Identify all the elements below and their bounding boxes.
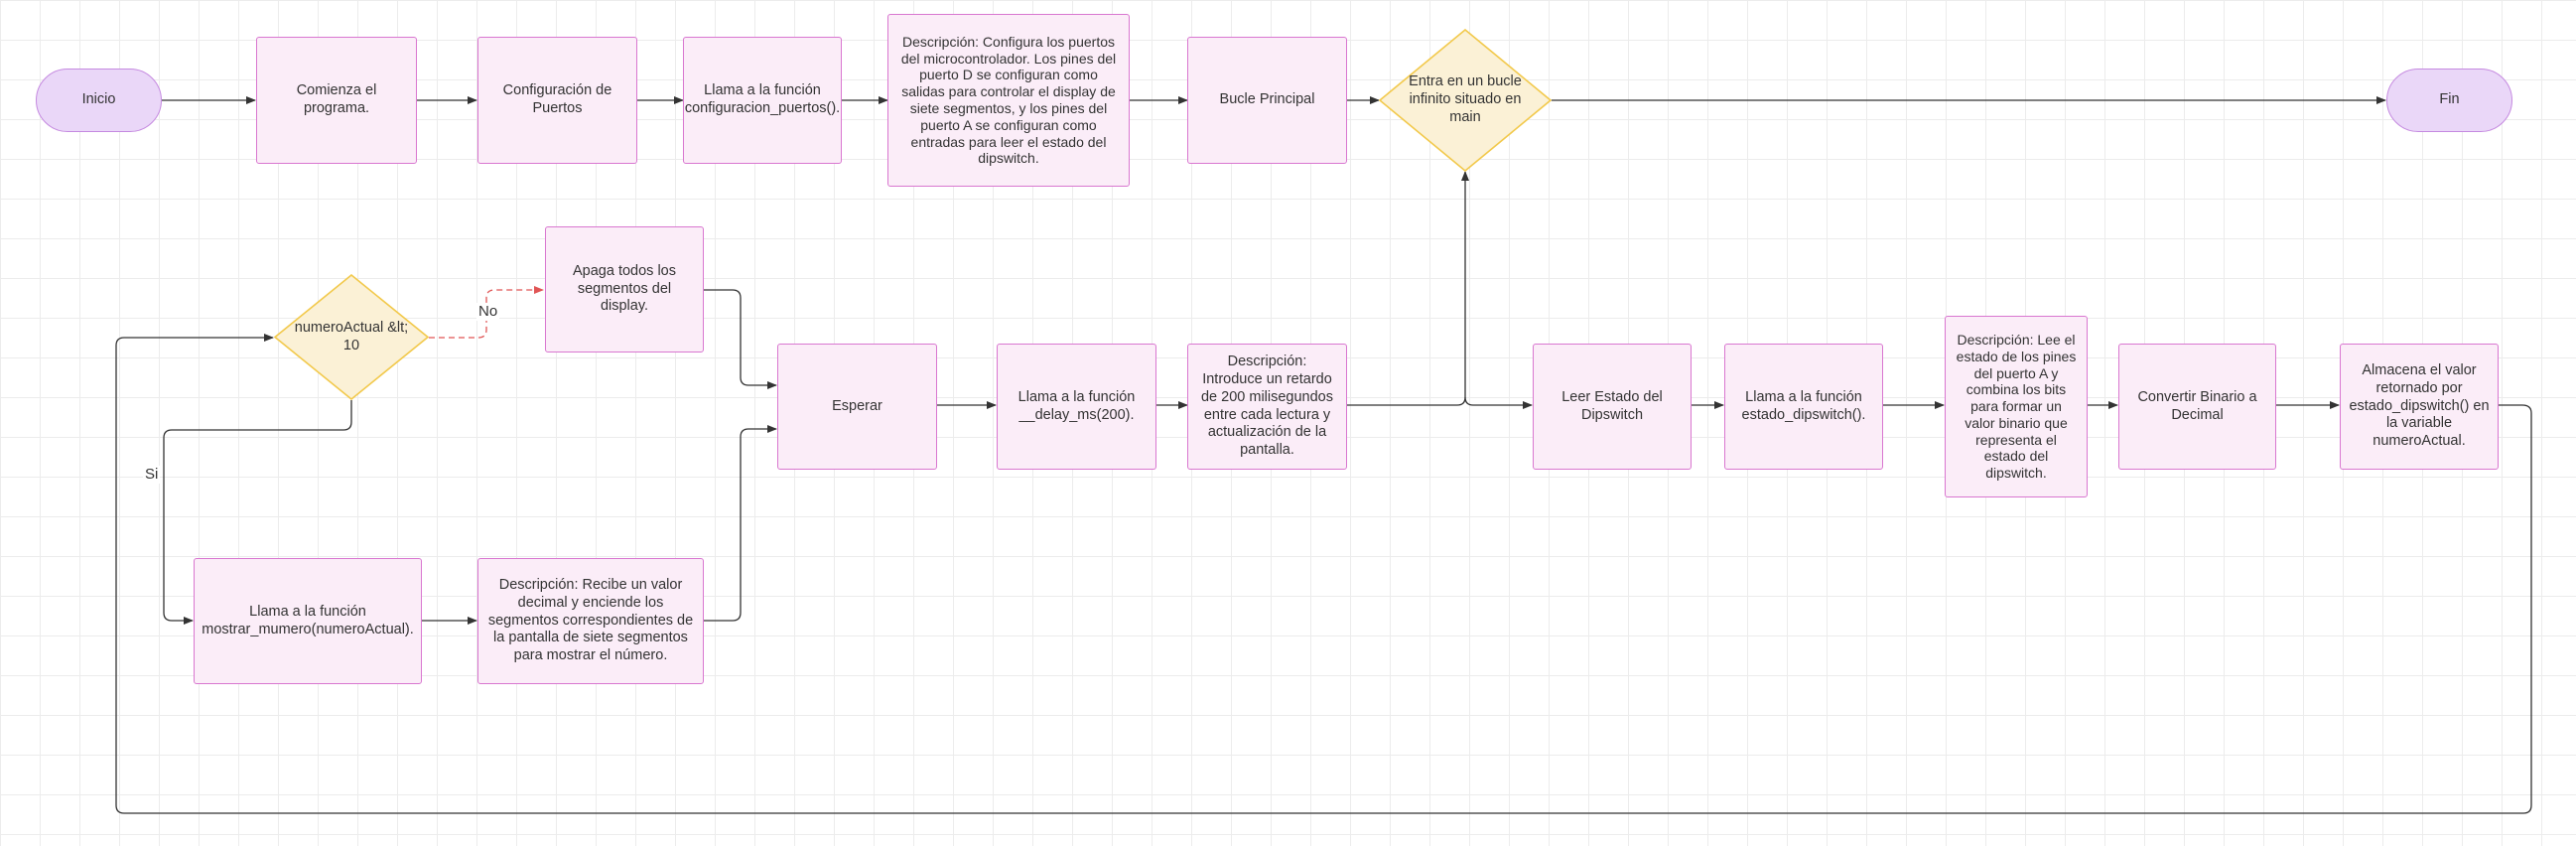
esperar-label: Esperar: [832, 397, 882, 414]
inicio-terminal[interactable]: Inicio: [36, 69, 162, 132]
convertir-label: Convertir Binario a Decimal: [2137, 388, 2257, 423]
desc-dip-label: Descripción: Lee el estado de los pines …: [1956, 331, 2077, 482]
inicio-label: Inicio: [81, 91, 116, 108]
numero-actual-decision[interactable]: numeroActual &lt; 10: [274, 274, 429, 400]
edge-loop-back: [115, 334, 2532, 814]
llama-delay-label: Llama a la función __delay_ms(200).: [1017, 388, 1136, 423]
configuracion-puertos-step[interactable]: Configuración de Puertos: [477, 37, 637, 164]
esperar-step[interactable]: Esperar: [777, 344, 937, 470]
apaga-segmentos-step[interactable]: Apaga todos los segmentos del display.: [545, 226, 704, 352]
fin-label: Fin: [2439, 91, 2460, 108]
edge-apaga-esperar: [704, 289, 777, 389]
condicion-label: numeroActual &lt; 10: [294, 319, 409, 353]
edge-no: [429, 286, 544, 339]
bucle-label: Bucle Principal: [1219, 91, 1315, 108]
comienza-programa-step[interactable]: Comienza el programa.: [256, 37, 417, 164]
almacena-label: Almacena el valor retornado por estado_d…: [2349, 362, 2490, 450]
llama-dipswitch-step[interactable]: Llama a la función estado_dipswitch().: [1724, 344, 1883, 470]
entra-bucle-label: Entra en un bucle infinito situado en ma…: [1409, 73, 1522, 125]
edge-desc-mostrar-esperar: [704, 425, 777, 622]
llama-mostrar-label: Llama a la función mostrar_mumero(numero…: [202, 603, 414, 637]
edge-si: [163, 400, 352, 625]
leer-dipswitch-step[interactable]: Leer Estado del Dipswitch: [1533, 344, 1692, 470]
apaga-label: Apaga todos los segmentos del display.: [573, 262, 676, 315]
descripcion-dipswitch-step[interactable]: Descripción: Lee el estado de los pines …: [1945, 316, 2088, 497]
numero-actual-diamond: [274, 274, 429, 400]
desc-mostrar-label: Descripción: Recibe un valor decimal y e…: [487, 577, 694, 664]
llama-dip-label: Llama a la función estado_dipswitch().: [1741, 388, 1866, 423]
desc-config-label: Descripción: Configura los puertos del m…: [900, 33, 1117, 167]
desc-delay-label: Descripción: Introduce un retardo de 200…: [1200, 353, 1333, 458]
descripcion-mostrar-step[interactable]: Descripción: Recibe un valor decimal y e…: [477, 558, 704, 684]
descripcion-delay-step[interactable]: Descripción: Introduce un retardo de 200…: [1187, 344, 1347, 470]
edge-label-no: No: [476, 303, 500, 321]
bucle-infinito-diamond: [1379, 29, 1552, 172]
descripcion-configuracion-step[interactable]: Descripción: Configura los puertos del m…: [887, 14, 1130, 187]
llama-mostrar-numero-step[interactable]: Llama a la función mostrar_mumero(numero…: [194, 558, 422, 684]
edge-label-si: Si: [143, 466, 161, 484]
config-puertos-label: Configuración de Puertos: [502, 82, 612, 116]
bucle-principal-step[interactable]: Bucle Principal: [1187, 37, 1347, 164]
convertir-binario-step[interactable]: Convertir Binario a Decimal: [2118, 344, 2276, 470]
edge-to-leer-dip: [1464, 396, 1533, 409]
fin-terminal[interactable]: Fin: [2386, 69, 2512, 132]
almacena-valor-step[interactable]: Almacena el valor retornado por estado_d…: [2340, 344, 2499, 470]
comienza-label: Comienza el programa.: [296, 82, 377, 116]
leer-dip-label: Leer Estado del Dipswitch: [1561, 388, 1663, 423]
bucle-infinito-decision[interactable]: Entra en un bucle infinito situado en ma…: [1379, 29, 1552, 172]
edge-desc-delay-to-entra: [1347, 171, 1469, 406]
llama-delay-step[interactable]: Llama a la función __delay_ms(200).: [997, 344, 1156, 470]
llama-config-label: Llama a la función configuracion_puertos…: [684, 82, 841, 116]
llama-configuracion-puertos-step[interactable]: Llama a la función configuracion_puertos…: [683, 37, 842, 164]
